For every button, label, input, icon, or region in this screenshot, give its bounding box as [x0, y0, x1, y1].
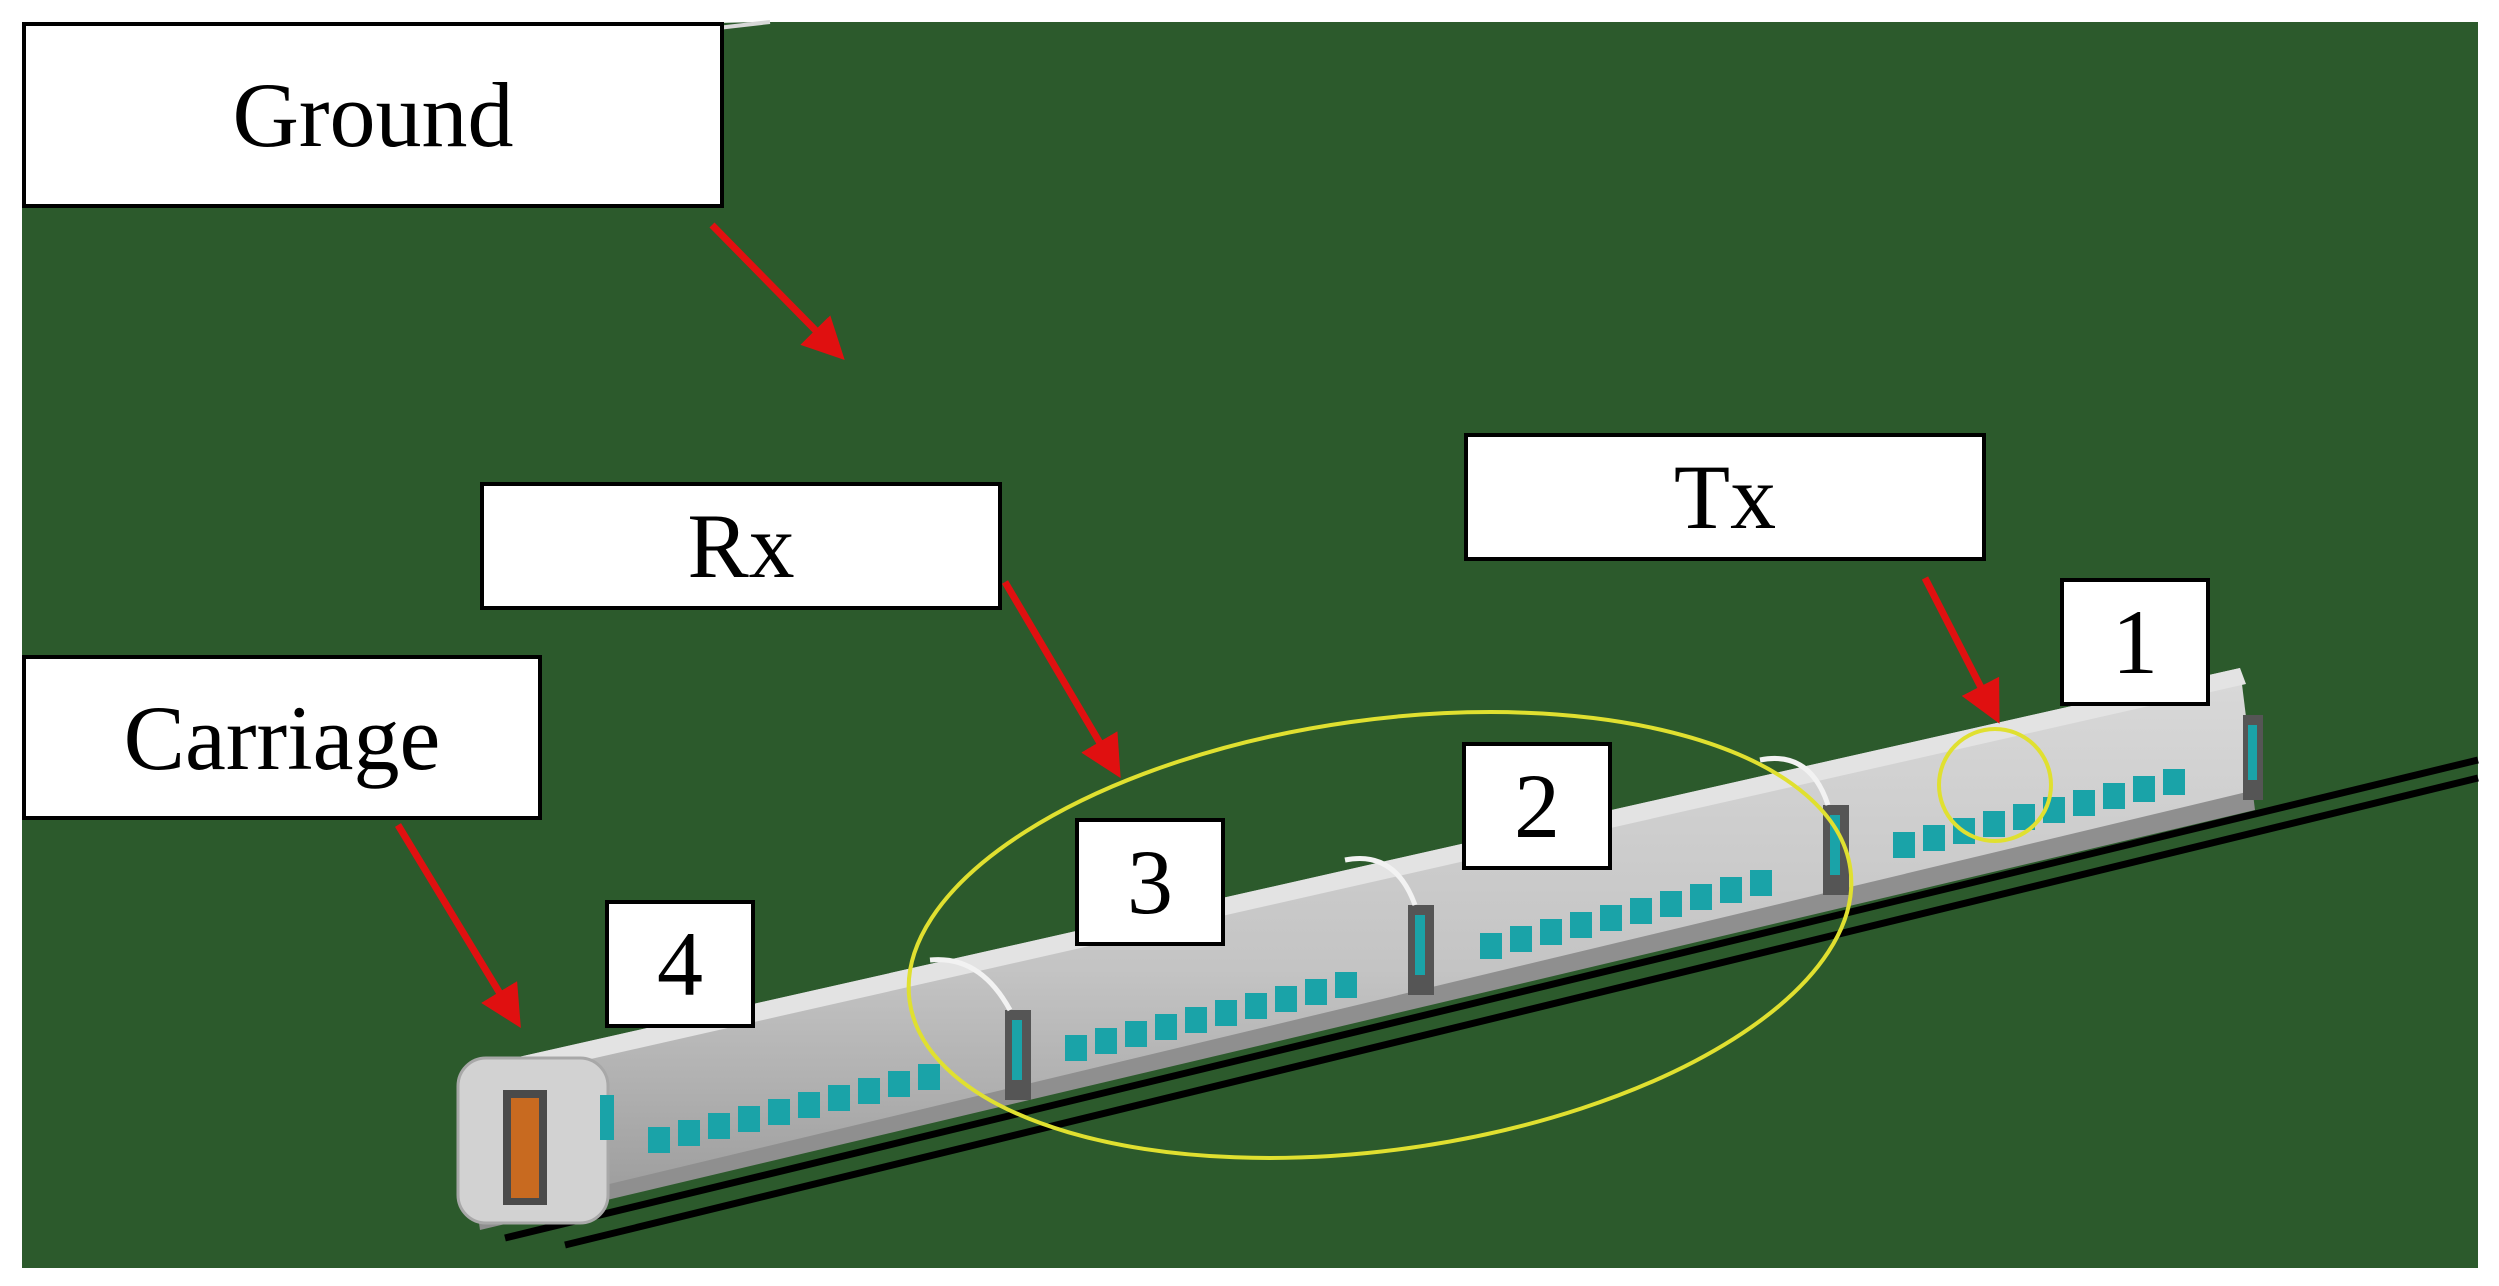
tx-label: Tx — [1464, 433, 1986, 561]
train-window — [1335, 972, 1357, 998]
train-window — [1690, 884, 1712, 910]
train-window — [1570, 912, 1592, 938]
carriage-arrow — [395, 823, 521, 1028]
train-front-face — [456, 1056, 614, 1225]
train-window — [858, 1078, 880, 1104]
train-window — [1983, 811, 2005, 837]
rx-highlight-ellipse — [906, 710, 1854, 1160]
rx-arrow — [1001, 580, 1121, 779]
train-window — [1750, 870, 1772, 896]
train-window — [1510, 926, 1532, 952]
train-window — [648, 1127, 670, 1153]
carriage-number-1-text: 1 — [2112, 591, 2158, 693]
ground-arrow — [709, 222, 845, 360]
train — [456, 668, 2263, 1230]
train-window — [1660, 891, 1682, 917]
train-window — [678, 1120, 700, 1146]
tx-highlight-circle — [1937, 727, 2053, 843]
tx-arrow — [1921, 576, 2000, 724]
train-window — [2133, 776, 2155, 802]
ground-label-text: Ground — [232, 64, 514, 166]
train-window — [1720, 877, 1742, 903]
train-window — [2073, 790, 2095, 816]
train-window — [1923, 825, 1945, 851]
train-window — [828, 1085, 850, 1111]
windows — [648, 769, 2185, 1153]
carriage-number-2: 2 — [1462, 742, 1612, 870]
train-window — [1305, 979, 1327, 1005]
carriage-number-1: 1 — [2060, 578, 2210, 706]
carriage-number-4: 4 — [605, 900, 755, 1028]
carriage-label-text: Carriage — [123, 686, 441, 789]
train-window — [708, 1113, 730, 1139]
train-window — [2013, 804, 2035, 830]
arrows — [395, 222, 2000, 1028]
train-window — [1275, 986, 1297, 1012]
carriage-label: Carriage — [22, 655, 542, 820]
train-window — [2103, 783, 2125, 809]
train-window — [738, 1106, 760, 1132]
front-door — [511, 1098, 539, 1198]
train-window — [1215, 1000, 1237, 1026]
train-window — [1185, 1007, 1207, 1033]
train-window — [1600, 905, 1622, 931]
train-window — [918, 1064, 940, 1090]
carriage-number-3-text: 3 — [1127, 831, 1173, 933]
train-window — [1540, 919, 1562, 945]
train-window — [1245, 993, 1267, 1019]
train-window — [1095, 1028, 1117, 1054]
rails — [504, 756, 2479, 1249]
train-window — [1065, 1035, 1087, 1061]
train-window — [2163, 769, 2185, 795]
tx-label-text: Tx — [1673, 446, 1777, 548]
train-window — [1155, 1014, 1177, 1040]
carriage-joints — [929, 715, 2263, 1100]
train-window — [888, 1071, 910, 1097]
train-window — [1125, 1021, 1147, 1047]
train-window — [768, 1099, 790, 1125]
train-window — [798, 1092, 820, 1118]
ground-label: Ground — [22, 22, 724, 208]
train-window — [1630, 898, 1652, 924]
rx-label: Rx — [480, 482, 1002, 610]
carriage-number-3: 3 — [1075, 818, 1225, 946]
carriage-number-2-text: 2 — [1514, 755, 1560, 857]
train-window — [1893, 832, 1915, 858]
rx-label-text: Rx — [687, 495, 795, 597]
carriage-number-4-text: 4 — [657, 913, 703, 1015]
train-window — [1480, 933, 1502, 959]
